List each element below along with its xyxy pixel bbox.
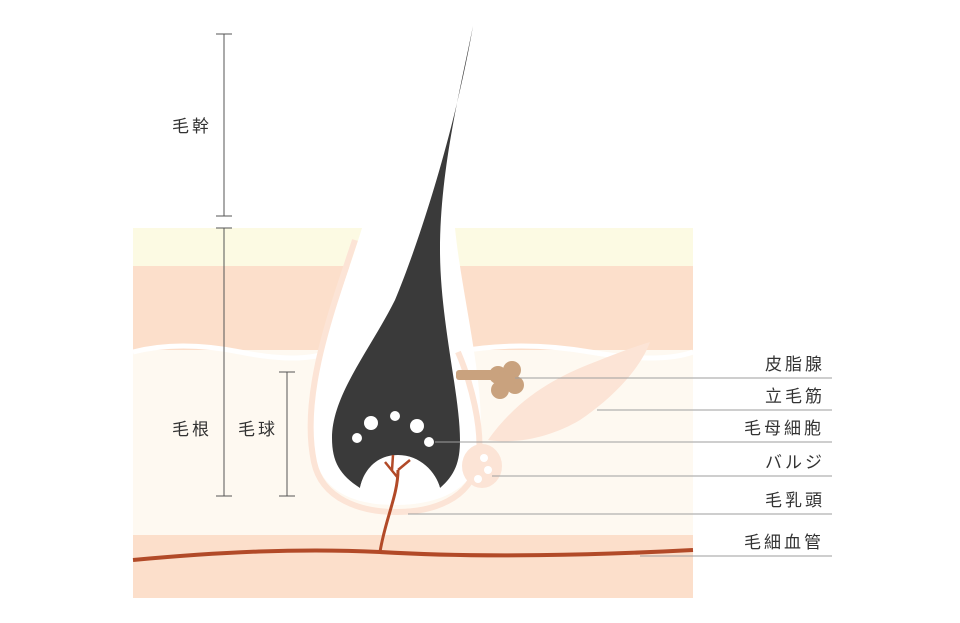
label-capillary: 毛細血管 <box>744 533 824 553</box>
matrix-cell <box>352 433 362 443</box>
sebaceous-lobe <box>497 371 515 389</box>
capillary-twig <box>384 454 411 479</box>
arrector-pili-muscle <box>488 342 650 442</box>
leader-lines <box>408 377 832 557</box>
matrix-cell <box>410 419 424 433</box>
measurement-brackets <box>216 33 295 497</box>
matrix-cell <box>364 416 378 430</box>
bulge-cell <box>480 454 488 462</box>
capillary-vessels <box>132 454 694 562</box>
hair-matrix-cells <box>352 411 434 447</box>
label-sebaceous-gland: 皮脂腺 <box>765 355 825 375</box>
deep-dermis-layer <box>133 535 693 598</box>
label-dermal-papilla: 毛乳頭 <box>765 491 825 511</box>
matrix-cell <box>424 437 434 447</box>
labels: 毛幹 毛根 毛球 皮脂腺 立毛筋 毛母細胞 バルジ 毛乳頭 毛細血管 <box>172 116 825 553</box>
dermis-boundary-line <box>132 343 694 361</box>
hair-shaft <box>332 26 473 488</box>
label-hair-matrix: 毛母細胞 <box>744 419 824 439</box>
bulge-body <box>462 444 502 488</box>
label-bulge: バルジ <box>765 453 825 473</box>
follicle-inner-sheath <box>307 239 481 516</box>
bulge-cell <box>474 475 482 483</box>
bulge-cell <box>484 466 492 474</box>
label-hair-shaft: 毛幹 <box>172 116 212 137</box>
label-hair-bulb: 毛球 <box>238 420 278 440</box>
bulge <box>462 444 502 488</box>
sebaceous-duct <box>456 370 496 380</box>
matrix-cell <box>390 411 400 421</box>
label-hair-root: 毛根 <box>172 420 212 440</box>
dermal-papilla <box>360 457 440 496</box>
sebaceous-gland <box>456 361 524 399</box>
label-arrector-pili: 立毛筋 <box>765 387 825 407</box>
